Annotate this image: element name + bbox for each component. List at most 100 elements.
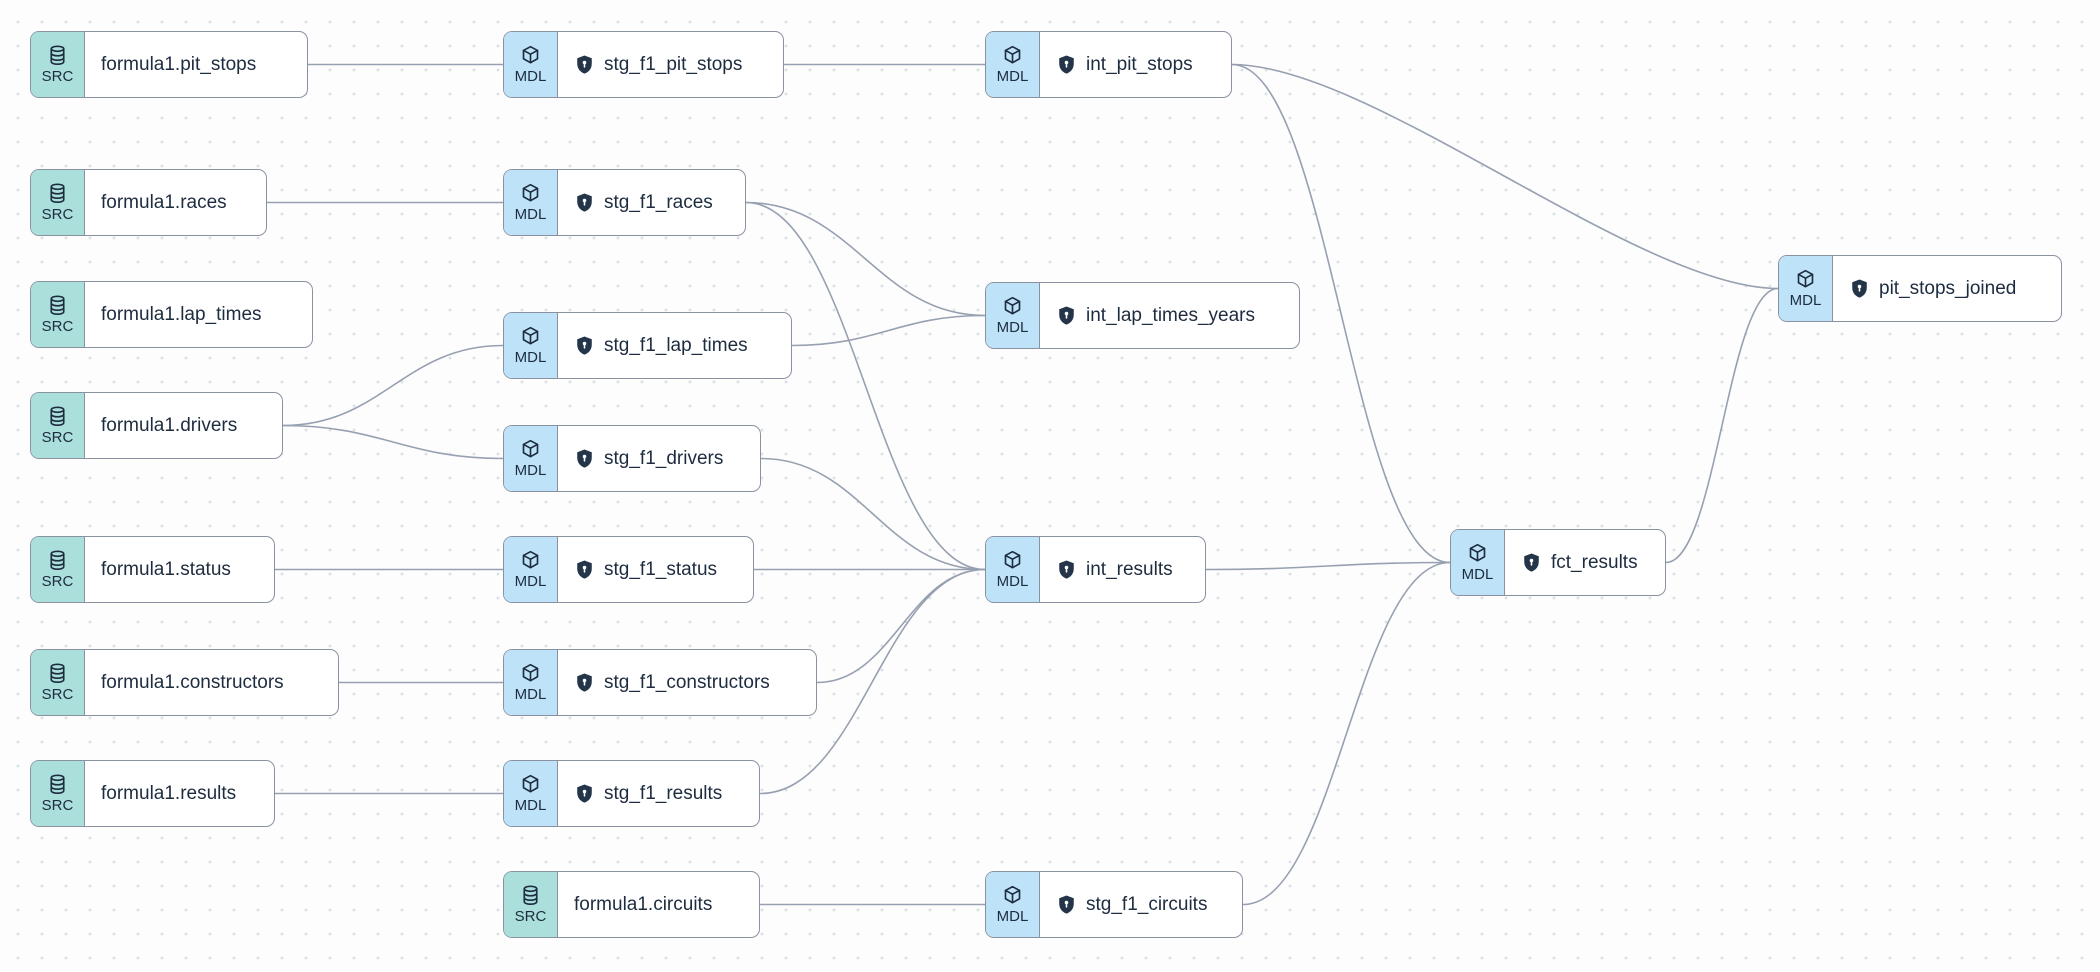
lineage-node-formula1.results[interactable]: SRC formula1.results	[30, 760, 275, 827]
node-body: formula1.lap_times	[85, 282, 312, 347]
cube-icon	[522, 663, 539, 682]
node-body: pit_stops_joined	[1833, 256, 2061, 321]
lineage-node-formula1.pit_stops[interactable]: SRC formula1.pit_stops	[30, 31, 308, 98]
lineage-edge-stg_f1_results-to-int_results	[759, 568, 986, 795]
source-type-cell: SRC	[31, 537, 85, 602]
cube-icon	[1004, 885, 1021, 904]
node-label: formula1.circuits	[574, 893, 713, 915]
model-type-cell: MDL	[504, 32, 558, 97]
shield-lock-icon	[1059, 306, 1074, 325]
node-type-badge: SRC	[41, 686, 74, 703]
node-type-badge: SRC	[41, 68, 74, 85]
node-body: stg_f1_results	[558, 761, 759, 826]
node-label: formula1.drivers	[101, 414, 238, 436]
cube-icon	[1004, 550, 1021, 569]
lineage-edge-stg_f1_circuits-to-fct_results	[1242, 561, 1451, 906]
shield-lock-icon	[1059, 55, 1074, 74]
cube-icon	[522, 45, 539, 64]
database-icon	[50, 45, 65, 66]
source-type-cell: SRC	[504, 872, 558, 937]
node-label: formula1.status	[101, 558, 231, 580]
node-label: stg_f1_constructors	[604, 671, 770, 693]
model-type-cell: MDL	[504, 537, 558, 602]
lineage-node-stg_f1_constructors[interactable]: MDL stg_f1_constructors	[503, 649, 817, 716]
lineage-node-formula1.races[interactable]: SRC formula1.races	[30, 169, 267, 236]
shield-lock-icon	[1852, 279, 1867, 298]
cube-icon	[1004, 296, 1021, 315]
node-label: fct_results	[1551, 551, 1638, 573]
node-body: formula1.pit_stops	[85, 32, 307, 97]
node-type-badge: MDL	[514, 462, 547, 479]
node-label: int_lap_times_years	[1086, 304, 1255, 326]
lineage-node-formula1.lap_times[interactable]: SRC formula1.lap_times	[30, 281, 313, 348]
node-label: stg_f1_status	[604, 558, 718, 580]
node-body: int_lap_times_years	[1040, 283, 1299, 348]
lineage-node-stg_f1_status[interactable]: MDL stg_f1_status	[503, 536, 754, 603]
database-icon	[50, 183, 65, 204]
database-icon	[50, 550, 65, 571]
shield-lock-icon	[577, 560, 592, 579]
node-body: stg_f1_constructors	[558, 650, 816, 715]
model-type-cell: MDL	[504, 313, 558, 378]
node-label: stg_f1_pit_stops	[604, 53, 743, 75]
model-type-cell: MDL	[986, 32, 1040, 97]
lineage-node-formula1.circuits[interactable]: SRC formula1.circuits	[503, 871, 760, 938]
shield-lock-icon	[577, 673, 592, 692]
node-type-badge: SRC	[41, 573, 74, 590]
node-label: formula1.races	[101, 191, 227, 213]
node-body: stg_f1_circuits	[1040, 872, 1242, 937]
node-type-badge: MDL	[514, 349, 547, 366]
source-type-cell: SRC	[31, 170, 85, 235]
lineage-node-stg_f1_pit_stops[interactable]: MDL stg_f1_pit_stops	[503, 31, 784, 98]
node-body: stg_f1_pit_stops	[558, 32, 783, 97]
lineage-node-stg_f1_results[interactable]: MDL stg_f1_results	[503, 760, 760, 827]
lineage-node-formula1.status[interactable]: SRC formula1.status	[30, 536, 275, 603]
node-body: stg_f1_races	[558, 170, 745, 235]
node-type-badge: MDL	[996, 573, 1029, 590]
model-type-cell: MDL	[504, 650, 558, 715]
lineage-node-formula1.constructors[interactable]: SRC formula1.constructors	[30, 649, 339, 716]
node-body: fct_results	[1505, 530, 1665, 595]
lineage-node-stg_f1_drivers[interactable]: MDL stg_f1_drivers	[503, 425, 761, 492]
node-type-badge: MDL	[514, 68, 547, 85]
cube-icon	[522, 183, 539, 202]
node-type-badge: SRC	[41, 318, 74, 335]
node-type-badge: SRC	[41, 429, 74, 446]
node-type-badge: SRC	[41, 206, 74, 223]
lineage-edge-stg_f1_races-to-int_lap_times_years	[745, 201, 986, 317]
node-type-badge: MDL	[514, 206, 547, 223]
node-label: formula1.lap_times	[101, 303, 262, 325]
cube-icon	[522, 550, 539, 569]
node-type-badge: MDL	[514, 797, 547, 814]
source-type-cell: SRC	[31, 761, 85, 826]
lineage-node-stg_f1_races[interactable]: MDL stg_f1_races	[503, 169, 746, 236]
cube-icon	[1004, 45, 1021, 64]
lineage-node-stg_f1_lap_times[interactable]: MDL stg_f1_lap_times	[503, 312, 792, 379]
shield-lock-icon	[577, 336, 592, 355]
database-icon	[50, 295, 65, 316]
shield-lock-icon	[1524, 553, 1539, 572]
lineage-edge-stg_f1_races-to-int_results	[745, 201, 986, 571]
source-type-cell: SRC	[31, 32, 85, 97]
lineage-edge-stg_f1_drivers-to-int_results	[760, 457, 986, 571]
node-label: formula1.pit_stops	[101, 53, 257, 75]
node-body: formula1.drivers	[85, 393, 282, 458]
shield-lock-icon	[577, 55, 592, 74]
database-icon	[523, 885, 538, 906]
lineage-edge-stg_f1_constructors-to-int_results	[816, 568, 986, 684]
node-label: formula1.constructors	[101, 671, 284, 693]
node-label: stg_f1_lap_times	[604, 334, 748, 356]
node-body: formula1.status	[85, 537, 274, 602]
node-label: formula1.results	[101, 782, 237, 804]
lineage-edge-int_results-to-fct_results	[1205, 561, 1451, 571]
node-body: stg_f1_drivers	[558, 426, 760, 491]
lineage-node-formula1.drivers[interactable]: SRC formula1.drivers	[30, 392, 283, 459]
